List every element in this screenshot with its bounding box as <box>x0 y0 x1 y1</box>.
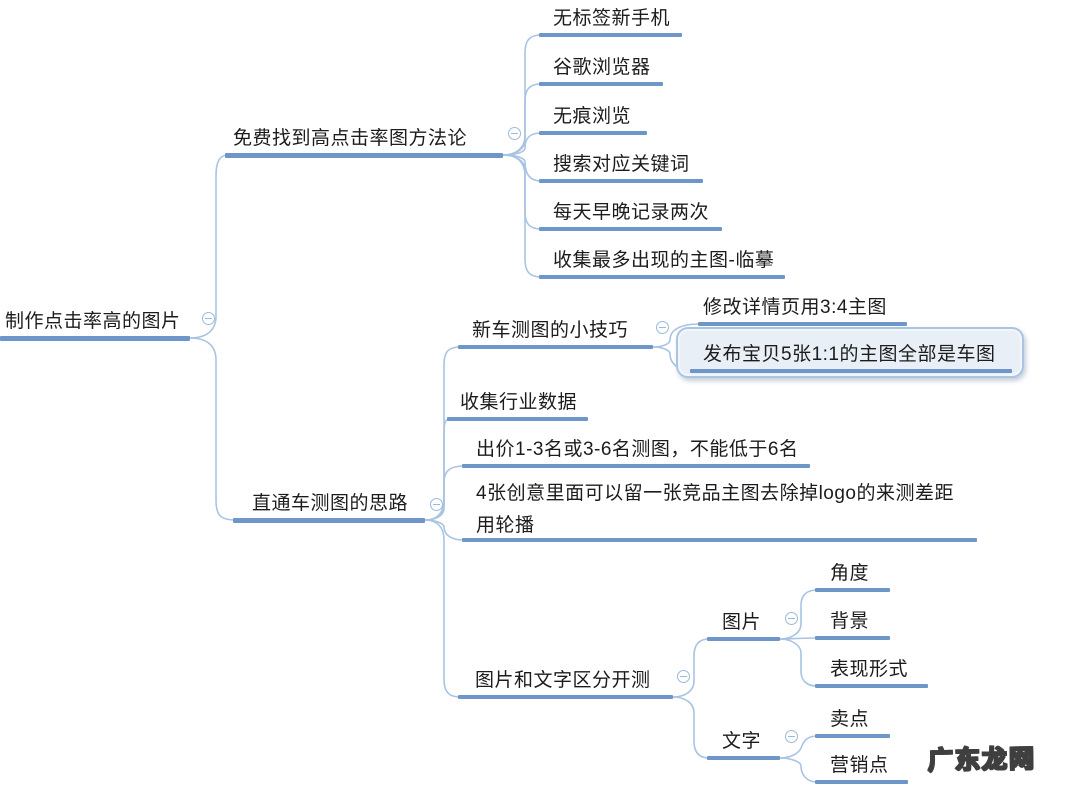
connector-sep-text <box>672 696 710 759</box>
branch-line-text <box>707 756 780 760</box>
collapse-toggle-root[interactable] <box>202 312 215 325</box>
connector-b1-search-keywords <box>502 154 542 182</box>
topic-bid-ranking[interactable]: 出价1-3名或3-6名测图，不能低于6名 <box>476 439 799 460</box>
topic-selling-point[interactable]: 卖点 <box>830 709 870 730</box>
topic-image[interactable]: 图片 <box>722 612 762 633</box>
topic-new-phone[interactable]: 无标签新手机 <box>553 8 671 29</box>
minus-icon <box>205 318 212 319</box>
branch-line-selling <box>815 734 890 738</box>
collapse-toggle-zhitongche[interactable] <box>430 498 443 511</box>
topic-incognito[interactable]: 无痕浏览 <box>553 106 632 127</box>
collapse-toggle-text[interactable] <box>785 730 798 743</box>
branch-line-search-keywords <box>539 179 703 183</box>
branch-line-background <box>815 636 890 640</box>
minus-icon <box>659 327 666 328</box>
minus-icon <box>680 676 687 677</box>
connector-b1-record-twice <box>502 154 542 230</box>
branch-line-image-text-sep <box>458 695 673 699</box>
branch-line-collect-top <box>539 275 785 279</box>
topic-test-image-text-separately[interactable]: 图片和文字区分开测 <box>475 670 651 691</box>
watermark: 广东龙网 <box>927 744 1037 776</box>
topic-4-creatives-carousel[interactable]: 4张创意里面可以留一张竞品主图去除掉logo的来测差距 用轮播 <box>476 483 954 536</box>
branch-line-angle <box>815 588 890 592</box>
topic-new-car-tips[interactable]: 新车测图的小技巧 <box>472 320 629 341</box>
collapse-toggle-image[interactable] <box>785 612 798 625</box>
topic-angle[interactable]: 角度 <box>830 563 870 584</box>
branch-line-google-browser <box>539 82 663 86</box>
branch-line-marketing <box>815 780 908 784</box>
branch-line-zhitongche <box>233 518 425 523</box>
connector-b1-google-browser <box>502 83 542 156</box>
branch-line-image <box>707 637 780 641</box>
connector-tips-modify-detail <box>652 323 701 348</box>
connector-image-angle <box>779 589 818 640</box>
topic-root[interactable]: 制作点击率高的图片 <box>5 311 181 332</box>
topic-publish-5-main-images[interactable]: 发布宝贝5张1:1的主图全部是车图 <box>703 344 996 365</box>
branch-line-publish5 <box>690 369 1012 373</box>
connector-root-branch1 <box>189 154 229 339</box>
minus-icon <box>788 618 795 619</box>
topic-search-keywords[interactable]: 搜索对应关键词 <box>553 154 690 175</box>
connector-b2-image-text-sep <box>424 519 461 698</box>
topic-background[interactable]: 背景 <box>830 611 870 632</box>
collapse-toggle-new-car-tips[interactable] <box>656 321 669 334</box>
topic-collect-top-images[interactable]: 收集最多出现的主图-临摹 <box>553 250 775 271</box>
topic-presentation-form[interactable]: 表现形式 <box>830 659 909 680</box>
topic-modify-detail-3-4[interactable]: 修改详情页用3:4主图 <box>703 297 887 318</box>
connector-text-marketing <box>779 757 818 783</box>
branch-line-record-twice <box>539 227 722 231</box>
connector-text-selling <box>779 735 818 759</box>
branch-line-4-creatives <box>462 538 977 542</box>
branch-line-industry-data <box>447 417 588 421</box>
branch-line-new-car-tips <box>458 345 653 349</box>
branch-line-incognito <box>539 131 647 135</box>
branch-line-modify-detail <box>698 322 907 326</box>
collapse-toggle-image-text-sep[interactable] <box>677 670 690 683</box>
branch-line-form <box>815 684 928 688</box>
topic-google-browser[interactable]: 谷歌浏览器 <box>553 57 651 78</box>
branch-line-new-phone <box>539 33 682 37</box>
minus-icon <box>511 133 518 134</box>
topic-marketing-point[interactable]: 营销点 <box>830 755 889 776</box>
connector-root-branch2 <box>189 337 237 521</box>
connector-image-form <box>779 638 818 687</box>
collapse-toggle-free-ctr-method[interactable] <box>508 127 521 140</box>
connector-b1-collect-top <box>502 154 542 278</box>
connector-b1-incognito <box>502 132 542 156</box>
topic-free-ctr-method[interactable]: 免费找到高点击率图方法论 <box>233 128 468 149</box>
connector-sep-image <box>672 638 710 698</box>
topic-collect-industry-data[interactable]: 收集行业数据 <box>460 392 578 413</box>
topic-zhitongche-ideas[interactable]: 直通车测图的思路 <box>252 493 409 514</box>
branch-line-free-ctr-method <box>225 153 503 158</box>
minus-icon <box>433 504 440 505</box>
topic-text[interactable]: 文字 <box>722 731 762 752</box>
minus-icon <box>788 736 795 737</box>
branch-line-bid-ranking <box>462 464 810 468</box>
topic-record-twice-daily[interactable]: 每天早晚记录两次 <box>553 202 710 223</box>
connector-b2-bid-ranking <box>424 465 465 521</box>
connector-b2-new-car-tips <box>424 346 461 521</box>
branch-line-root <box>0 336 190 341</box>
